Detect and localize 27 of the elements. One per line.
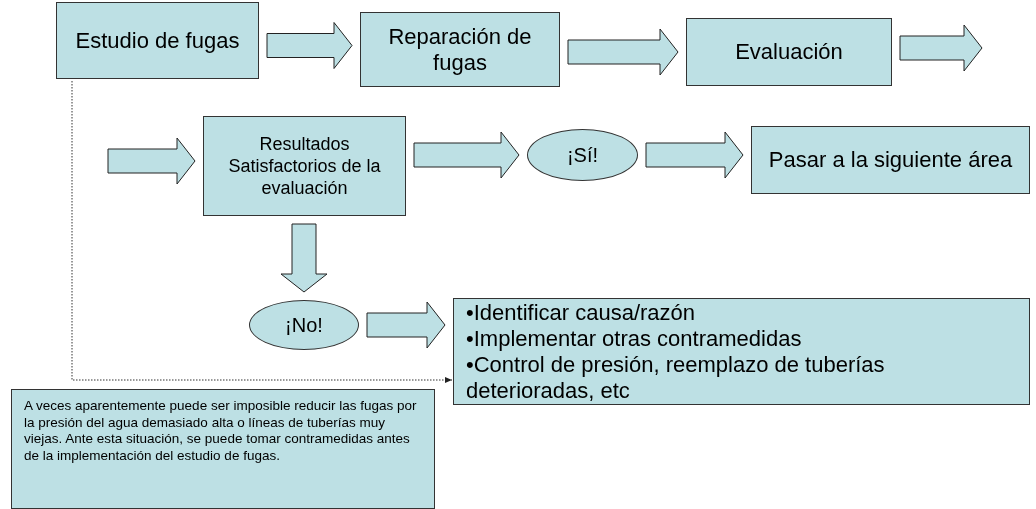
- block-arrow: [899, 24, 983, 72]
- node-text: •Implementar otras contramedidas: [466, 325, 802, 352]
- node-text: ¡Sí!: [566, 143, 599, 168]
- process-box: [686, 18, 892, 86]
- process-box: [56, 2, 259, 79]
- process-box: [360, 12, 560, 87]
- node-text: Estudio de fugas: [75, 27, 240, 54]
- block-arrow: [366, 301, 446, 349]
- node-text: A veces aparentemente puede ser imposible reducir las fugas por la presión del agua demasiado alta o líneas de tuberías muy viejas. Ante esta situación, se puede tomar contramedidas antes de la implementación del estudio de fugas.: [24, 398, 418, 464]
- block-arrow: [280, 223, 328, 293]
- block-arrow: [645, 131, 744, 179]
- node-text: Resultados Satisfactorios de la evaluación: [227, 133, 382, 199]
- node-text: Evaluación: [735, 39, 843, 65]
- block-arrow: [266, 22, 353, 69]
- node-text: •Control de presión, reemplazo de tuberías deterioradas, etc: [466, 351, 886, 404]
- node-text: Reparación de fugas: [387, 23, 533, 76]
- block-arrow: [567, 28, 679, 76]
- node-text: Pasar a la siguiente área: [768, 147, 1013, 173]
- block-arrow: [107, 137, 196, 185]
- process-box: [751, 126, 1030, 194]
- node-text: ¡No!: [285, 313, 323, 338]
- node-text: •Identificar causa/razón: [466, 299, 696, 326]
- process-box: [203, 116, 406, 216]
- note-box: [11, 389, 435, 509]
- dotted-connector: [71, 80, 453, 383]
- block-arrow: [413, 131, 520, 179]
- action-box: [453, 298, 1030, 405]
